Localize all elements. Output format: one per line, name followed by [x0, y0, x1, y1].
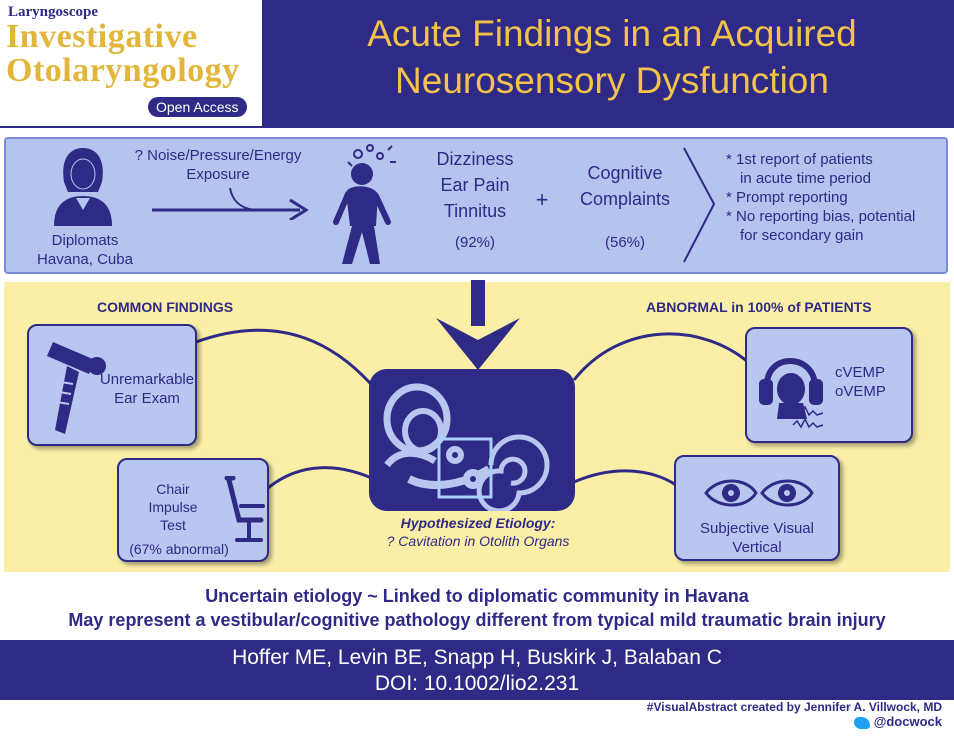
journal-name-line1: Laryngoscope: [8, 4, 98, 20]
journal-logo: Laryngoscope Investigative Otolaryngolog…: [0, 0, 262, 126]
credit: #VisualAbstract created by Jennifer A. V…: [647, 700, 942, 729]
ovemp-text: oVEMP: [835, 383, 886, 400]
vemp-label: cVEMP oVEMP: [835, 363, 886, 401]
svv-line2: Vertical: [732, 539, 782, 556]
chair-impulse-card: Chair Impulse Test (67% abnormal): [117, 458, 269, 562]
rotary-chair-icon: [224, 476, 265, 542]
citation-footer: Hoffer ME, Levin BE, Snapp H, Buskirk J,…: [0, 640, 954, 700]
chair-abnormal-percent: (67% abnormal): [129, 541, 229, 557]
who-line1: Diplomats: [51, 232, 119, 249]
title-line2: Neurosensory Dysfunction: [395, 60, 829, 101]
conclusion-line2: May represent a vestibular/cognitive pat…: [68, 610, 886, 630]
note-1: * 1st report of patients: [726, 151, 873, 168]
etiology-line2: ? Cavitation in Otolith Organs: [386, 533, 570, 549]
ear-exam-card: Unremarkable Ear Exam: [27, 324, 197, 446]
chair-line2: Impulse: [148, 499, 198, 515]
title-line1: Acute Findings in an Acquired: [367, 13, 857, 54]
page-title: Acute Findings in an Acquired Neurosenso…: [270, 10, 954, 104]
symptoms-percent: (92%): [454, 234, 495, 251]
authors: Hoffer ME, Levin BE, Snapp H, Buskirk J,…: [232, 646, 722, 669]
common-findings-header: COMMON FINDINGS: [97, 299, 234, 315]
who-line2: Havana, Cuba: [37, 251, 133, 268]
journal-name-line2: Investigative: [6, 18, 198, 55]
svv-label: Subjective Visual Vertical: [676, 519, 838, 557]
ear-exam-line2: Ear Exam: [114, 390, 180, 407]
etiology-label: Hypothesized Etiology: ? Cavitation in O…: [360, 514, 596, 550]
abnormal-findings-header: ABNORMAL in 100% of PATIENTS: [646, 299, 872, 315]
vemp-card: cVEMP oVEMP: [745, 327, 913, 443]
note-2: * Prompt reporting: [726, 189, 848, 206]
study-notes: * 1st report of patients in acute time p…: [726, 150, 946, 245]
ear-exam-label: Unremarkable Ear Exam: [95, 370, 199, 408]
cognitive-percent: (56%): [604, 234, 645, 251]
symptom-dizziness: Dizziness: [436, 149, 514, 169]
cvemp-text: cVEMP: [835, 364, 886, 381]
ear-exam-line1: Unremarkable: [99, 371, 195, 388]
connector-lines: [195, 328, 749, 490]
exposure-arrow-icon: [152, 187, 309, 220]
exposure-line1: ? Noise/Pressure/Energy: [134, 147, 302, 164]
twitter-bird-icon: [854, 716, 871, 729]
twitter-handle-row: @docwock: [647, 714, 942, 729]
down-arrow-icon: [436, 280, 520, 370]
note-3: * No reporting bias, potential: [726, 208, 916, 225]
chair-impulse-label: Chair Impulse Test: [119, 480, 227, 534]
who-label: Diplomats Havana, Cuba: [30, 231, 140, 269]
etiology-line1: Hypothesized Etiology:: [400, 515, 556, 531]
svv-card: Subjective Visual Vertical: [674, 455, 840, 561]
open-access-badge: Open Access: [148, 97, 247, 117]
cognitive-line2: Complaints: [579, 189, 671, 209]
symptom-tinnitus: Tinnitus: [443, 201, 507, 221]
plus-sign: +: [535, 187, 549, 212]
note-3-cont: for secondary gain: [740, 227, 864, 244]
symptoms-list: Dizziness Ear Pain Tinnitus: [420, 146, 530, 224]
journal-name-line3: Otolaryngology: [6, 52, 240, 89]
doi: DOI: 10.1002/lio2.231: [374, 672, 580, 695]
exposure-label: ? Noise/Pressure/Energy Exposure: [120, 146, 316, 184]
headphones-icon: [759, 358, 824, 429]
eyes-icon: [704, 479, 814, 507]
chair-line1: Chair: [156, 481, 190, 497]
exposure-line2: Exposure: [186, 166, 250, 183]
cognitive-label: Cognitive Complaints: [566, 160, 684, 212]
otoscope-icon: [47, 342, 106, 434]
chevron-right-icon: [683, 147, 716, 263]
diplomat-icon: [54, 148, 112, 226]
credit-line1: #VisualAbstract created by Jennifer A. V…: [646, 700, 942, 714]
twitter-handle[interactable]: @docwock: [873, 714, 942, 729]
dizzy-person-icon: [333, 144, 396, 264]
conclusion-line1: Uncertain etiology ~ Linked to diplomati…: [205, 586, 749, 606]
note-1-cont: in acute time period: [740, 170, 871, 187]
exposure-band: [4, 137, 948, 274]
symptom-ear-pain: Ear Pain: [440, 175, 510, 195]
chair-line3: Test: [160, 517, 186, 533]
svv-line1: Subjective Visual: [700, 520, 814, 537]
cognitive-line1: Cognitive: [587, 163, 663, 183]
inner-ear-icon: [383, 383, 550, 511]
inner-ear-panel: [369, 369, 575, 511]
